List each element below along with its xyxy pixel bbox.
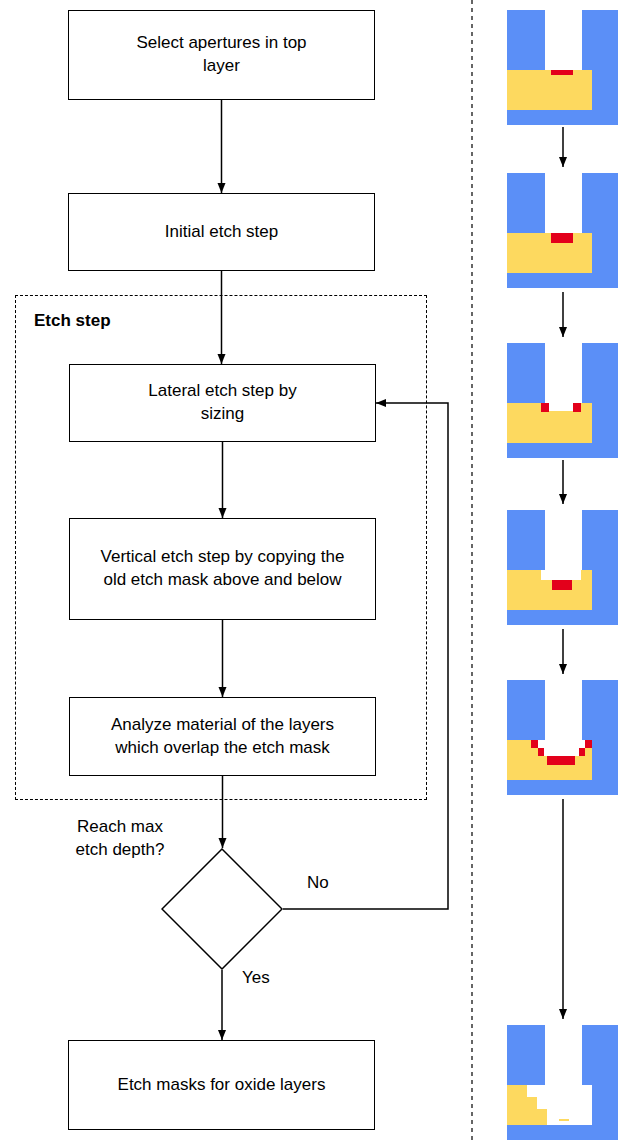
oxide-fill <box>507 10 618 125</box>
etch-panel <box>507 343 618 458</box>
metal-layer <box>507 403 592 443</box>
metal-layer <box>507 70 592 110</box>
metal-layer <box>507 740 592 780</box>
process-box: Vertical etch step by copying the old et… <box>69 518 376 620</box>
sequence-arrow <box>562 460 564 504</box>
edge-label: No <box>305 873 331 893</box>
process-box: Select apertures in top layer <box>68 10 375 100</box>
process-box: Initial etch step <box>68 193 375 271</box>
diamond-shape <box>162 849 282 969</box>
flow-arrow <box>221 271 223 364</box>
flow-arrow <box>283 403 448 909</box>
etched-area <box>549 403 573 411</box>
process-label: Etch masks for oxide layers <box>118 1074 326 1097</box>
etch-mask <box>551 233 573 243</box>
flow-arrow <box>222 620 224 697</box>
divider-line <box>471 0 472 1140</box>
sequence-arrow <box>562 629 564 674</box>
aperture <box>545 343 582 403</box>
etch-panel <box>507 680 618 795</box>
etch-mask <box>541 403 549 412</box>
aperture <box>545 173 582 233</box>
edge-label: Yes <box>240 968 272 988</box>
oxide-fill <box>507 510 618 625</box>
process-box: Lateral etch step by sizing <box>69 364 376 442</box>
flow-arrow <box>222 776 224 848</box>
etched-area <box>541 570 581 580</box>
process-box: Etch masks for oxide layers <box>68 1040 375 1130</box>
sequence-arrow <box>562 127 564 167</box>
etch-mask <box>585 740 592 748</box>
metal-layer <box>507 570 592 610</box>
decision-label: Reach max etch depth? <box>64 816 176 862</box>
etch-mask <box>531 740 538 748</box>
flow-arrow <box>222 442 224 518</box>
group-heading: Etch step <box>34 310 111 333</box>
aperture <box>545 10 582 70</box>
process-label: Select apertures in top layer <box>134 32 309 78</box>
aperture <box>545 510 582 570</box>
loop-group: Lateral etch step by sizingVertical etch… <box>15 295 427 800</box>
etched-area <box>537 1097 592 1109</box>
process-label: Initial etch step <box>165 221 278 244</box>
etch-mask <box>573 403 581 412</box>
process-box: Analyze material of the layers which ove… <box>69 697 376 776</box>
flow-arrow <box>221 970 223 1040</box>
process-label: Analyze material of the layers which ove… <box>90 714 355 760</box>
oxide-fill <box>507 1025 618 1140</box>
etched-area <box>527 1085 592 1097</box>
decision-diamond: Reach max etch depth? <box>161 848 283 970</box>
etch-panel <box>507 510 618 625</box>
metal-layer <box>507 1085 592 1125</box>
aperture <box>545 1025 582 1085</box>
etch-mask <box>579 748 585 756</box>
aperture <box>545 680 582 740</box>
sequence-arrow <box>562 799 564 1019</box>
etched-area <box>538 740 585 748</box>
etch-mask <box>538 748 544 756</box>
etch-panel <box>507 10 618 125</box>
diamond-outline <box>161 848 283 970</box>
etch-panel <box>507 173 618 288</box>
oxide-fill <box>507 173 618 288</box>
metal-residue <box>559 1119 569 1121</box>
process-label: Vertical etch step by copying the old et… <box>100 546 345 592</box>
etch-mask <box>551 70 573 75</box>
metal-layer <box>507 233 592 273</box>
etched-area <box>547 1109 592 1125</box>
etched-area <box>544 748 579 756</box>
sequence-arrow <box>562 292 564 337</box>
etch-mask <box>547 756 575 765</box>
flow-arrow <box>221 100 223 193</box>
etch-mask <box>552 580 572 590</box>
oxide-fill <box>507 343 618 458</box>
oxide-fill <box>507 680 618 795</box>
process-label: Lateral etch step by sizing <box>148 380 298 426</box>
etch-panel <box>507 1025 618 1140</box>
